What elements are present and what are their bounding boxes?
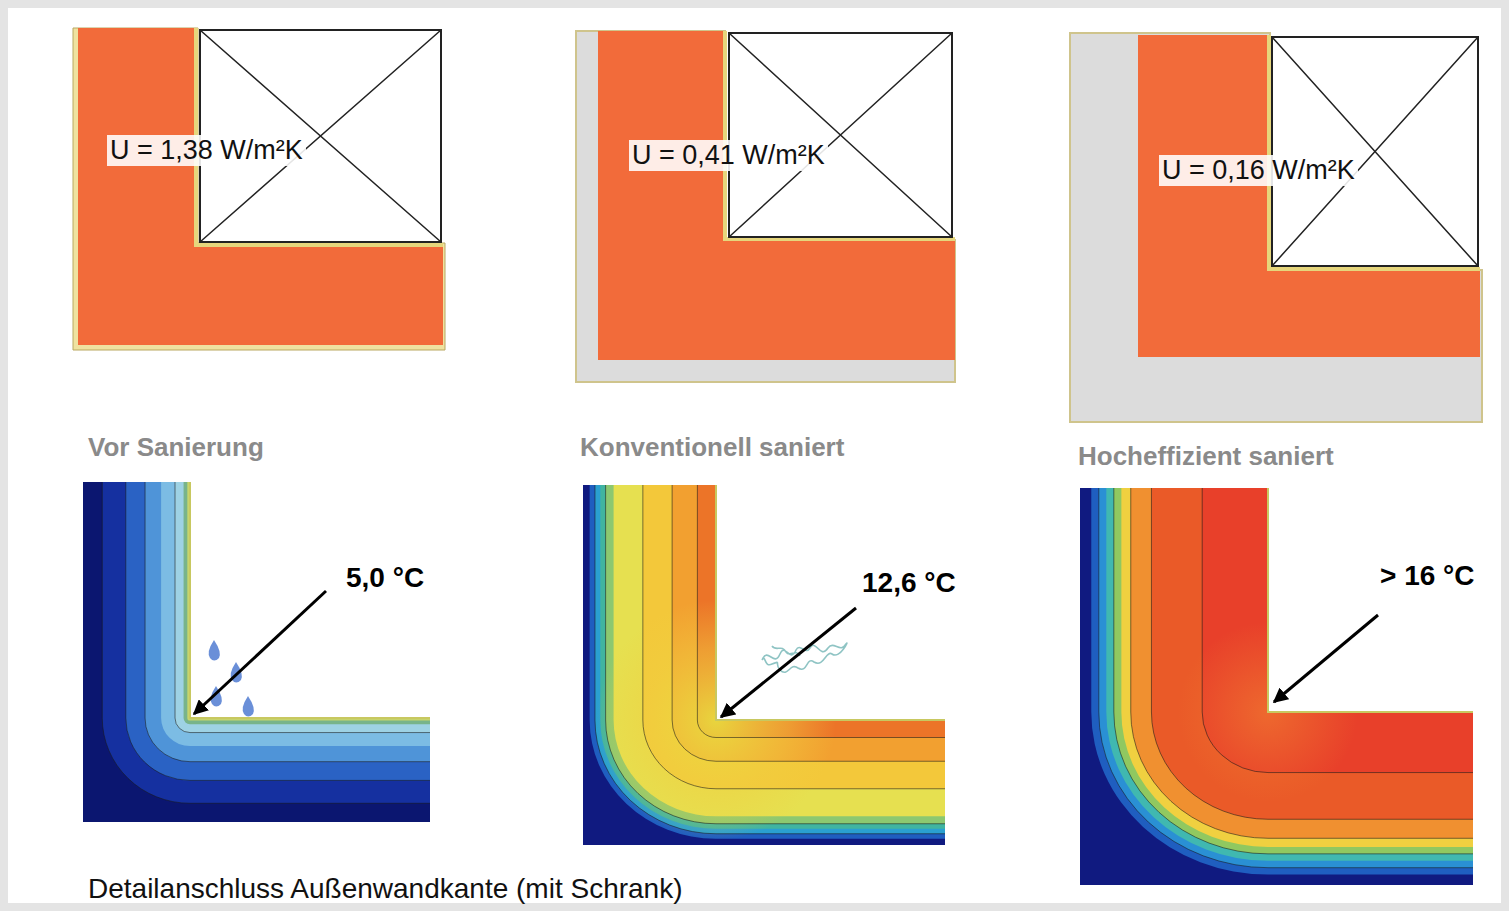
isotherm-line — [126, 482, 430, 780]
isotherm-line — [606, 485, 945, 824]
thermal-band — [1121, 488, 1473, 847]
isotherm-line — [697, 485, 945, 738]
thermal-band — [1131, 488, 1473, 838]
masonry-wall — [598, 31, 955, 360]
isotherm-line — [175, 482, 430, 733]
isotherm-line — [595, 485, 945, 834]
thermal-band — [1099, 488, 1473, 868]
isotherm-line — [102, 482, 430, 803]
isotherm-line — [1151, 488, 1473, 819]
wall-section-before — [73, 28, 445, 350]
column-heading: Hocheffizient saniert — [1078, 442, 1334, 472]
u-value-label: U = 1,38 W/m²K — [107, 135, 306, 166]
thermal-band — [161, 482, 430, 746]
masonry-wall — [78, 28, 443, 345]
inner-surface — [1268, 488, 1473, 712]
isotherm-line — [672, 485, 945, 761]
thermal-band — [697, 485, 945, 738]
cabinet-box — [1272, 37, 1478, 266]
mould-symbol — [762, 643, 847, 672]
water-drop — [243, 696, 254, 717]
cabinet-cross — [1272, 37, 1478, 266]
column-heading: Konventionell saniert — [580, 433, 844, 463]
cabinet-cross — [729, 33, 952, 237]
temperature-label: 5,0 °C — [344, 562, 426, 594]
inner-plaster — [725, 31, 955, 239]
insulation-layer — [576, 31, 955, 382]
inner-surface — [190, 482, 430, 718]
insulation-layer — [1070, 33, 1482, 422]
isotherm-line — [1202, 488, 1473, 773]
thermal-band — [145, 482, 430, 762]
masonry-wall — [1138, 35, 1480, 357]
wall-section-high-efficiency — [1070, 33, 1482, 422]
u-value-label: U = 0,41 W/m²K — [629, 140, 828, 171]
thermal-band — [102, 482, 430, 803]
pointer-arrow — [1274, 615, 1378, 702]
isotherm-line — [1099, 488, 1473, 868]
thermal-band — [1080, 488, 1473, 885]
thermal-band — [1114, 488, 1473, 854]
thermal-band — [1091, 488, 1473, 875]
thermal-band — [83, 482, 430, 822]
isotherm-line — [1114, 488, 1473, 854]
thermal-images — [83, 482, 1473, 885]
u-value-label: U = 0,16 W/m²K — [1159, 155, 1358, 186]
isotherm-line — [643, 485, 945, 789]
thermal-panel — [1080, 488, 1473, 885]
pointer-arrow — [721, 608, 856, 717]
thermal-panel — [583, 485, 945, 845]
wall-section-conventional — [576, 31, 955, 382]
water-drop — [209, 640, 220, 661]
thermal-band — [126, 482, 430, 780]
figure-caption: Detailanschluss Außenwandkante (mit Schr… — [88, 873, 683, 905]
isotherm-line — [145, 482, 430, 762]
plaster-layer — [73, 28, 445, 350]
thermal-band — [1151, 488, 1473, 819]
temperature-label: 12,6 °C — [860, 567, 958, 599]
cabinet-box — [729, 33, 952, 237]
thermal-band — [583, 485, 945, 845]
inner-plaster — [1269, 35, 1480, 269]
thermal-band — [175, 482, 430, 733]
thermal-band — [184, 482, 430, 724]
temperature-label: > 16 °C — [1378, 560, 1476, 592]
pointer-arrow — [194, 591, 326, 714]
thermal-band — [1106, 488, 1473, 861]
isotherm-line — [1131, 488, 1473, 838]
column-heading: Vor Sanierung — [88, 433, 264, 463]
thermal-panel — [83, 482, 430, 822]
thermal-band — [187, 482, 430, 721]
inner-surface — [716, 485, 945, 720]
